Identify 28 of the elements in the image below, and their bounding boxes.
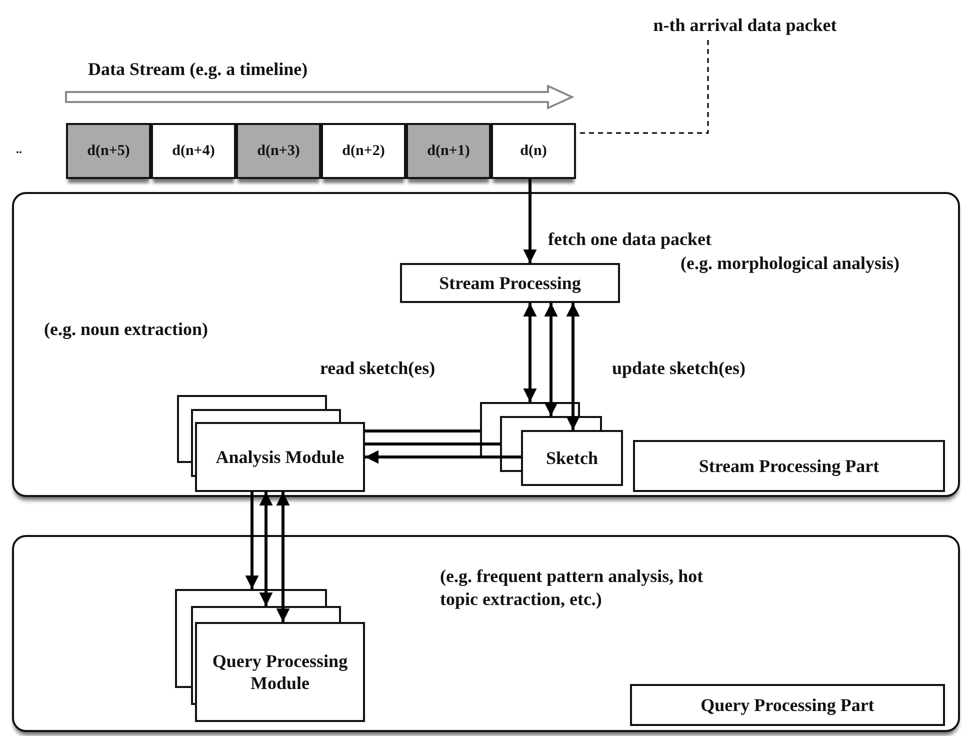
arrow	[365, 450, 521, 464]
arrow	[259, 492, 273, 606]
ellipsis-text: ..	[16, 142, 22, 158]
arrow	[523, 303, 537, 402]
arrow	[276, 492, 290, 622]
process-box: Stream Processing	[400, 263, 620, 303]
data-packet-cell: d(n+4)	[151, 123, 236, 179]
arrow	[566, 303, 580, 430]
part-title-box: Query Processing Part	[630, 684, 945, 726]
data-packet-cell: d(n+3)	[236, 123, 321, 179]
stacked-sketch-boxes: Sketch	[480, 402, 623, 487]
part-panel	[12, 535, 960, 732]
example-note: (e.g. frequent pattern analysis, hot topic extraction, etc.)	[440, 565, 704, 612]
data-packet-cell: d(n+1)	[406, 123, 491, 179]
data-packet-cell: d(n+5)	[66, 123, 151, 179]
example-note: (e.g. noun extraction)	[44, 318, 208, 341]
annotation-text: n-th arrival data packet	[595, 10, 895, 40]
part-panel	[12, 192, 960, 497]
arrow	[544, 303, 558, 416]
data-packet-cell: d(n)	[491, 123, 576, 179]
note-text: read sketch(es)	[320, 357, 436, 380]
stream-label: Data Stream (e.g. a timeline)	[88, 58, 308, 81]
part-title-box: Stream Processing Part	[633, 440, 945, 492]
example-note: (e.g. morphological analysis)	[680, 252, 900, 275]
note-text: update sketch(es)	[612, 357, 746, 380]
arrow	[245, 492, 259, 589]
arrow	[523, 179, 537, 263]
data-packet-cell: d(n+2)	[321, 123, 406, 179]
